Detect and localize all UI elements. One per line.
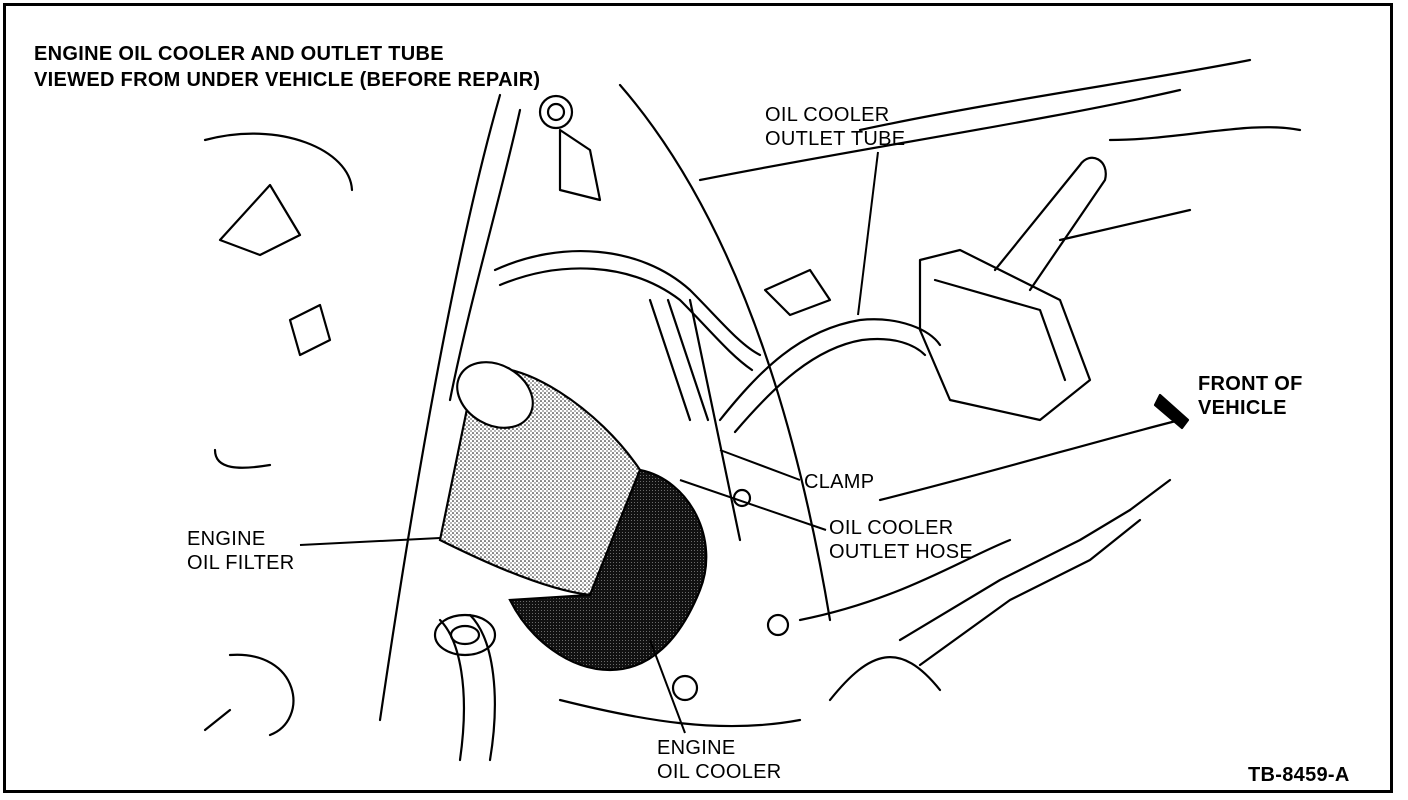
- drain-tube: [438, 618, 465, 762]
- left-panel-slot: [288, 303, 332, 357]
- front-of-vehicle-callout: FRONT OF VEHICLE: [1198, 372, 1303, 420]
- oil-filter-body: [438, 361, 642, 597]
- callout-line2: OIL COOLER: [657, 761, 782, 783]
- upper-hose: [493, 250, 762, 357]
- left-arc: [228, 653, 295, 737]
- callout-line1: OIL COOLER: [765, 104, 890, 126]
- callout-line2: VEHICLE: [1198, 397, 1287, 419]
- shift-boot: [918, 248, 1092, 422]
- oil-cooler-outlet-tube-callout: OIL COOLER OUTLET TUBE: [765, 103, 905, 151]
- left-panel-bracket: [218, 183, 302, 257]
- leader-outlet-tube: [857, 151, 879, 316]
- lower-bolt: [671, 674, 699, 702]
- outlet-tube: [718, 318, 942, 422]
- callout-line1: ENGINE: [657, 737, 736, 759]
- hood-curve: [698, 88, 1182, 182]
- speedometer-cable: [898, 508, 1132, 642]
- figure-title: ENGINE OIL COOLER AND OUTLET TUBE VIEWED…: [34, 41, 540, 93]
- block-edge-left: [378, 93, 502, 722]
- leader-clamp: [719, 449, 801, 481]
- outlet-hose: [648, 298, 692, 422]
- left-panel-hook: [213, 448, 272, 469]
- callout-line1: FRONT OF: [1198, 373, 1303, 395]
- figure-id: TB-8459-A: [1248, 764, 1350, 786]
- oil-cooler-outlet-hose-callout: OIL COOLER OUTLET HOSE: [829, 516, 973, 564]
- shift-lever: [993, 156, 1107, 292]
- figure-title-line1: ENGINE OIL COOLER AND OUTLET TUBE: [34, 43, 444, 65]
- engine-oil-filter-callout: ENGINE OIL FILTER: [187, 527, 294, 575]
- clamp-callout: CLAMP: [804, 471, 875, 493]
- oil-cooler-body: [508, 468, 708, 672]
- leader-oil-filter: [299, 537, 441, 546]
- callout-line2: OUTLET HOSE: [829, 541, 974, 563]
- block-edge-right: [618, 83, 832, 622]
- callout-line2: OUTLET TUBE: [765, 128, 906, 150]
- top-bolt: [538, 94, 574, 130]
- left-panel-curve: [203, 132, 354, 192]
- callout-line1: ENGINE: [187, 528, 266, 550]
- figure-border: [3, 3, 1393, 793]
- leader-outlet-hose: [679, 479, 827, 531]
- leader-oil-cooler: [649, 639, 686, 734]
- callout-line2: OIL FILTER: [187, 552, 295, 574]
- figure-title-line2: VIEWED FROM UNDER VEHICLE (BEFORE REPAIR…: [34, 69, 541, 91]
- engine-oil-cooler-callout: ENGINE OIL COOLER: [657, 736, 782, 784]
- callout-line1: OIL COOLER: [829, 517, 954, 539]
